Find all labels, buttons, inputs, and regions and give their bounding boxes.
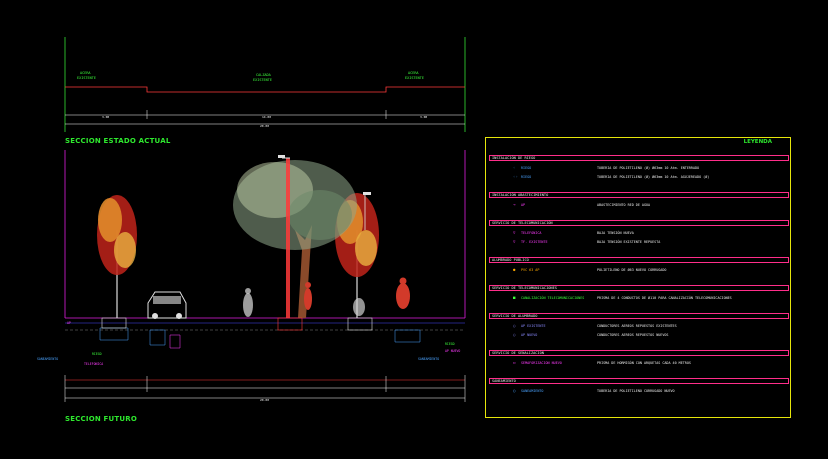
legend-section-header: SERVICIO DE ALUMBRADO <box>489 313 789 319</box>
legend-item-description: PRISMA DE HORMIGÓN CON ARQUETAS CADA 40 … <box>597 361 691 365</box>
legend-item-name: RIEGO <box>521 166 532 170</box>
legend-item-description: TUBERIA DE POLIETILENO CORRUGADO NUEVO <box>597 389 675 393</box>
legend-symbol-icon: ◯ <box>513 388 516 393</box>
legend-section-header: SERVICIO DE TELECOMUNICACIONES <box>489 285 789 291</box>
upper-dimension-block: ACERA EXISTENTE CALZADA EXISTENTE ACERA … <box>64 37 466 132</box>
svg-text:AP NUEVO: AP NUEVO <box>445 349 460 353</box>
pedestrian-icon <box>243 288 253 317</box>
legend-item-description: CONDUCTORES AEREOS REPUESTOS NUEVOS <box>597 333 669 337</box>
legend-section-header: INSTALACIÓN ABASTECIMIENTO <box>489 192 789 198</box>
svg-text:20.00: 20.00 <box>260 398 269 402</box>
legend-item-name: RIEGO <box>521 175 532 179</box>
svg-text:3.00: 3.00 <box>420 115 427 119</box>
pedestrian-icon <box>304 282 312 310</box>
legend-item-name: TELEFONICA <box>521 231 542 235</box>
legend-item-name: PVC 63 AP <box>521 268 540 272</box>
svg-text:SANEAMIENTO: SANEAMIENTO <box>37 357 58 361</box>
legend-item-name: AP <box>521 203 526 207</box>
legend-section-header: SERVICIO DE SEÑALIZACIÓN <box>489 350 789 356</box>
svg-text:14.00: 14.00 <box>262 115 271 119</box>
legend-title: LEYENDA <box>743 139 772 145</box>
lower-annotations: SANEAMIENTO RIEGO TELEFONICA SANEAMIENTO… <box>37 321 460 366</box>
legend-symbol-icon: ■ <box>513 295 516 300</box>
legend-panel: LEYENDA INSTALACIÓN DE RIEGO ◦ RIEGO TUBERI… <box>485 137 791 418</box>
svg-text:RIEGO: RIEGO <box>445 342 455 346</box>
pedestrian-icon <box>353 298 365 316</box>
legend-item-description: ABASTECIMIENTO RED DE AGUA <box>597 203 651 207</box>
car-icon <box>147 291 187 319</box>
svg-text:ACERA: ACERA <box>80 71 91 75</box>
svg-text:EXISTENTE: EXISTENTE <box>253 78 272 82</box>
legend-section-header: INSTALACIÓN DE RIEGO <box>489 155 789 161</box>
legend-item-description: TUBERIA DE POLIETILENO (Ø) Ø63mm 10 Atm.… <box>597 175 710 179</box>
legend-symbol-icon: ○ <box>513 323 516 328</box>
legend-item-name: AP EXISTENTE <box>521 324 546 328</box>
legend-item-description: CONDUCTORES AEREOS REPUESTOS EXISTENTES <box>597 324 677 328</box>
legend-section-header: ALUMBRADO PÚBLICO <box>489 257 789 263</box>
legend-symbol-icon: ▽ <box>513 239 516 244</box>
legend-section-header: SANEAMIENTO <box>489 378 789 384</box>
legend-symbol-icon: ⊸ <box>513 202 516 207</box>
svg-text:TELEFONICA: TELEFONICA <box>84 362 103 366</box>
legend-section-header: SERVICIO DE TELECOMUNICACIÓN <box>489 220 789 226</box>
svg-text:3.00: 3.00 <box>102 115 109 119</box>
tree-autumn-icon <box>97 195 137 318</box>
svg-text:SANEAMIENTO: SANEAMIENTO <box>418 357 439 361</box>
street-lamp-icon <box>363 192 371 230</box>
svg-text:RIEGO: RIEGO <box>92 352 102 356</box>
legend-item-description: BAJA TENSIÓN NUEVA <box>597 231 634 235</box>
svg-text:EXISTENTE: EXISTENTE <box>405 76 424 80</box>
svg-text:EXISTENTE: EXISTENTE <box>77 76 96 80</box>
legend-item-name: SANEAMIENTO <box>521 389 544 393</box>
legend-item-description: POLIETILENO DE Ø63 NUEVO CORRUGADO <box>597 268 667 272</box>
lower-section-title: SECCION FUTURO <box>65 415 138 423</box>
legend-item-name: CANALIZACIÓN TELECOMUNICACIONES <box>521 296 585 300</box>
street-lamp-icon <box>278 155 290 318</box>
upper-section-title: SECCION ESTADO ACTUAL <box>65 137 171 145</box>
legend-symbol-icon: ▭ <box>513 360 516 365</box>
tree-large-icon <box>233 160 357 318</box>
legend-symbol-icon: ◦ <box>513 165 516 170</box>
svg-text:AP: AP <box>67 321 71 325</box>
legend-symbol-icon: ▽ <box>513 230 516 235</box>
legend-item-name: SEMAFORIZACION NUEVO <box>521 361 562 365</box>
legend-symbol-icon: ◦◦ <box>513 174 518 179</box>
svg-text:ACERA: ACERA <box>408 71 419 75</box>
legend-item-description: BAJA TENSIÓN EXISTENTE REPUESTA <box>597 240 661 244</box>
legend-item-description: PRISMA DE 4 CONDUCTOS DE Ø110 PARA CANAL… <box>597 296 732 300</box>
svg-text:CALZADA: CALZADA <box>256 73 272 77</box>
legend-symbol-icon: ○ <box>513 332 516 337</box>
legend-item-name: TF. EXISTENTE <box>521 240 548 244</box>
pedestrian-icon <box>396 277 410 309</box>
lower-dimension-block: 20.00 <box>64 375 466 402</box>
legend-item-name: AP NUEVO <box>521 333 538 337</box>
svg-text:20.00: 20.00 <box>260 124 269 128</box>
legend-symbol-icon: ● <box>513 267 516 272</box>
legend-item-description: TUBERIA DE POLIETILENO (Ø) Ø63mm 10 Atm.… <box>597 166 700 170</box>
utility-box-icon <box>101 317 373 331</box>
lower-section-frame <box>64 150 466 349</box>
